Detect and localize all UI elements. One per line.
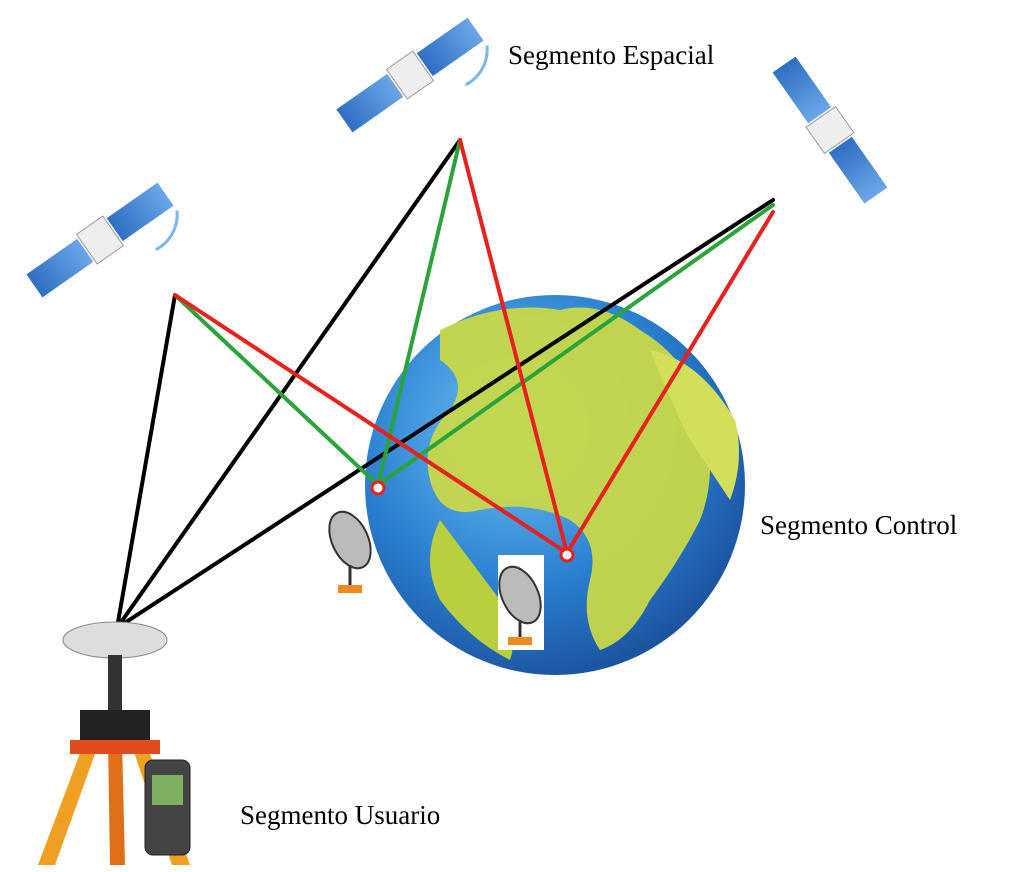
control-link-sat1-a	[173, 293, 380, 487]
satellite-icon	[772, 56, 888, 204]
satellite-icon	[336, 17, 489, 133]
user-link-sat1	[115, 293, 177, 630]
signal-links	[115, 138, 775, 630]
satellite-icon	[26, 182, 179, 298]
control-station-a-marker	[370, 480, 386, 496]
user-segment-label: Segmento Usuario	[240, 800, 441, 830]
control-link-sat2-a	[376, 138, 462, 487]
user-link-sat3	[115, 198, 775, 630]
earth-globe	[365, 295, 745, 675]
gps-receiver-tripod-icon	[38, 621, 191, 865]
control-link-sat3-a	[376, 203, 775, 487]
control-link-sat1-b	[173, 293, 569, 555]
control-antenna-icon	[328, 510, 372, 593]
user-link-sat2	[115, 138, 462, 630]
control-station-b-marker	[559, 547, 575, 563]
space-segment-label: Segmento Espacial	[508, 40, 715, 70]
control-segment-label: Segmento Control	[760, 510, 958, 540]
control-link-sat2-b	[458, 138, 569, 555]
control-link-sat3-b	[565, 210, 775, 555]
control-antenna-icon	[498, 555, 544, 650]
